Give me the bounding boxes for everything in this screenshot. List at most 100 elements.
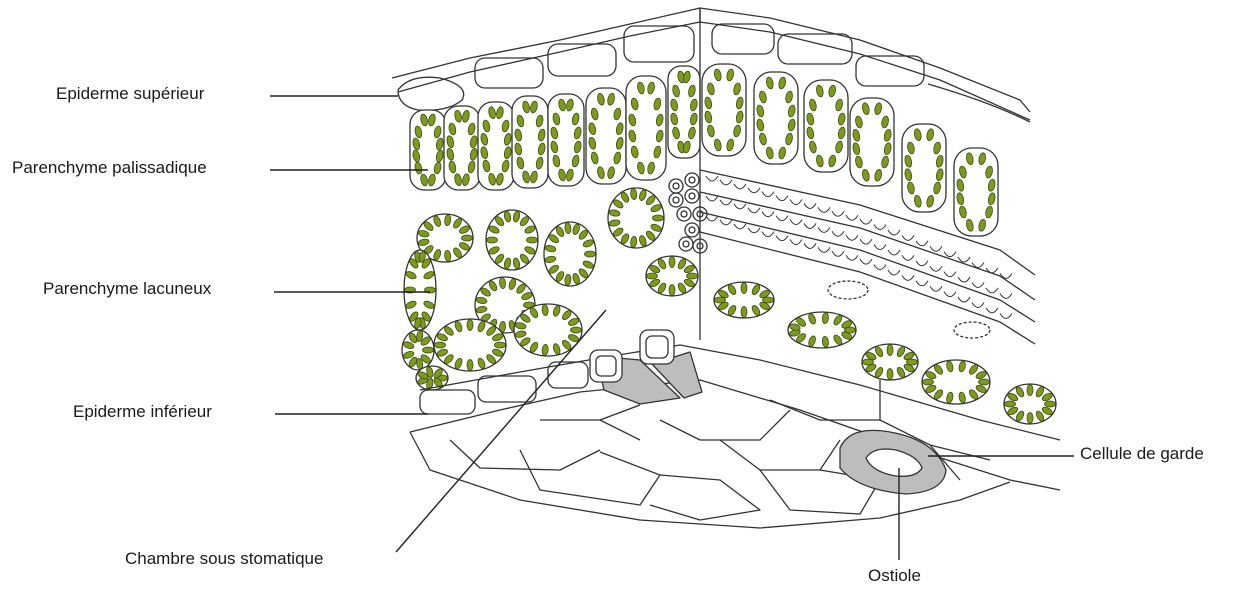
spiral-thickening (930, 286, 942, 291)
spiral-thickening (818, 207, 830, 212)
spiral-thickening (888, 230, 900, 235)
spiral-thickening (874, 245, 886, 250)
chloroplast (669, 257, 675, 268)
spiral-thickening (888, 270, 900, 275)
label-ostiole: Ostiole (868, 566, 921, 586)
upper-epidermis-cell (548, 44, 616, 76)
chloroplast (527, 237, 538, 243)
chloroplast (687, 273, 698, 279)
spiral-thickening (874, 265, 886, 270)
xylem-vessel (685, 189, 699, 203)
palisade-cell (586, 88, 626, 184)
xylem-vessel (669, 193, 683, 207)
spiral-thickening (720, 220, 732, 225)
chloroplast (741, 283, 747, 294)
spiral-thickening (930, 266, 942, 271)
spiral-thickening (790, 200, 802, 205)
spiral-thickening (762, 192, 774, 197)
xylem-vessel (677, 207, 691, 221)
upper-epidermis-cell (624, 26, 694, 62)
chloroplast (887, 345, 893, 356)
spiral-thickening (748, 208, 760, 213)
label-parenchyme-palissadique: Parenchyme palissadique (12, 158, 207, 178)
spiral-thickening (734, 204, 746, 209)
spiral-thickening (748, 228, 760, 233)
spiral-thickening (804, 243, 816, 248)
label-cellule-de-garde: Cellule de garde (1080, 444, 1204, 464)
palisade-cell (754, 72, 798, 164)
chloroplast (741, 307, 747, 318)
palisade-cell (548, 94, 584, 186)
chloroplast (887, 369, 893, 380)
chloroplast (1045, 401, 1056, 407)
spiral-thickening (958, 257, 970, 262)
label-epiderme-superieur: Epiderme supérieur (56, 84, 204, 104)
xylem-lumen (689, 177, 695, 183)
spiral-thickening (1000, 293, 1012, 298)
palisade-layer (410, 64, 998, 236)
chloroplast (669, 285, 675, 296)
chloroplast (653, 215, 664, 221)
spiral-thickening (902, 275, 914, 280)
spiral-thickening (930, 246, 942, 251)
spiral-thickening (832, 251, 844, 256)
label-epiderme-inferieur: Epiderme inférieur (73, 402, 212, 422)
chloroplast (585, 251, 596, 257)
palisade-cell (850, 98, 894, 186)
spiral-thickening (874, 225, 886, 230)
label-parenchyme-lacuneux: Parenchyme lacuneux (43, 279, 211, 299)
spiral-thickening (944, 292, 956, 297)
spiral-thickening (1000, 313, 1012, 318)
chloroplast (1027, 385, 1033, 396)
spiral-thickening (916, 261, 928, 266)
upper-epidermis-cell (475, 58, 543, 88)
spiral-thickening (776, 196, 788, 201)
xylem-vessel (685, 173, 699, 187)
spiral-thickening (860, 219, 872, 224)
xylem-vessel (685, 223, 699, 237)
chloroplast (923, 379, 934, 385)
stoma (840, 430, 946, 494)
palisade-cell (512, 96, 548, 188)
spiral-thickening (804, 223, 816, 228)
spiral-thickening (860, 239, 872, 244)
chloroplast (487, 237, 498, 243)
xylem-lumen (689, 227, 695, 233)
spiral-thickening (846, 235, 858, 240)
chloroplast (423, 347, 434, 353)
spiral-thickening (832, 211, 844, 216)
spiral-thickening (986, 288, 998, 293)
spiral-thickening (706, 176, 718, 181)
spiral-thickening (972, 302, 984, 307)
xylem-vessel (679, 237, 693, 251)
xylem-lumen (683, 241, 689, 247)
chloroplast (1005, 401, 1016, 407)
spiral-thickening (734, 224, 746, 229)
chloroplast (647, 273, 658, 279)
spiral-thickening (846, 255, 858, 260)
spiral-thickening (958, 277, 970, 282)
palisade-cell (804, 80, 848, 172)
xylem-vessel (669, 179, 683, 193)
lower-epidermis (410, 330, 1060, 528)
label-chambre-sous-stomatique: Chambre sous stomatique (125, 549, 323, 569)
spiral-thickening (860, 259, 872, 264)
spiral-thickening (846, 215, 858, 220)
chloroplast (979, 379, 990, 385)
spiral-thickening (776, 236, 788, 241)
spiral-thickening (916, 281, 928, 286)
palisade-cell (702, 64, 746, 156)
spiral-thickening (790, 220, 802, 225)
spiral-thickening (762, 212, 774, 217)
spiral-thickening (944, 252, 956, 257)
spiral-thickening (748, 188, 760, 193)
spiral-thickening (958, 297, 970, 302)
spiral-thickening (804, 203, 816, 208)
spiral-thickening (902, 235, 914, 240)
chloroplast (571, 327, 582, 333)
chloroplast (435, 342, 446, 348)
chloroplast (495, 342, 506, 348)
spiral-thickening (818, 227, 830, 232)
upper-epidermis-cell (398, 77, 464, 110)
